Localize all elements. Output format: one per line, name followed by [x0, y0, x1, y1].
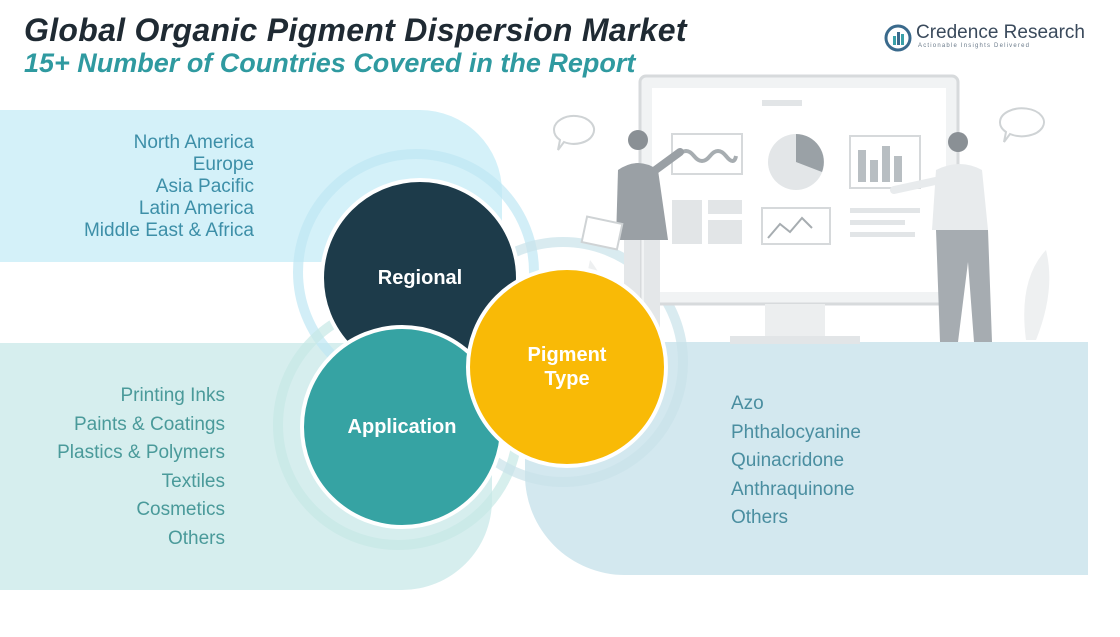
list-item: Plastics & Polymers — [57, 442, 225, 464]
pigment-type-circle: Pigment Type — [466, 266, 668, 468]
pigment-type-list: Azo Phthalocyanine Quinacridone Anthraqu… — [731, 390, 861, 533]
application-label: Application — [347, 415, 457, 438]
list-item: Others — [731, 507, 789, 529]
person-right-head — [948, 132, 968, 152]
list-item: Paints & Coatings — [73, 413, 225, 435]
list-item: Latin America — [138, 198, 254, 219]
list-item: Quinacridone — [731, 450, 845, 472]
pigment-band — [525, 342, 1088, 575]
list-item: Europe — [192, 154, 254, 175]
list-item: Printing Inks — [120, 385, 225, 406]
list-item: Cosmetics — [136, 499, 225, 521]
page-subtitle: 15+ Number of Countries Covered in the R… — [24, 48, 636, 78]
speech-bubble-icon — [999, 107, 1045, 143]
logo-tagline: Actionable Insights Delivered — [918, 43, 1031, 49]
list-item: Phthalocyanine — [731, 421, 861, 443]
person-left-head — [628, 130, 648, 150]
list-item: North America — [133, 132, 254, 153]
credence-logo-icon — [884, 24, 912, 52]
list-item: Middle East & Africa — [83, 220, 254, 241]
pigment-type-label-line1: Pigment — [527, 344, 607, 366]
application-list: Printing Inks Paints & Coatings Plastics… — [57, 382, 225, 554]
regional-list: North America Europe Asia Pacific Latin … — [84, 132, 254, 242]
pigment-type-label-line2: Type — [544, 368, 590, 390]
regional-label: Regional — [377, 266, 463, 289]
page-title: Global Organic Pigment Dispersion Market — [24, 12, 687, 48]
list-item: Textiles — [161, 470, 225, 492]
presentation-illustration — [552, 74, 1050, 344]
list-item: Asia Pacific — [155, 176, 254, 197]
list-item: Others — [167, 527, 225, 549]
pigment-type-label: Pigment Type — [528, 343, 607, 391]
list-item: Azo — [731, 393, 764, 414]
list-item: Anthraquinone — [731, 478, 855, 500]
logo-name: Credence Research — [916, 22, 1085, 43]
speech-bubble-icon — [552, 114, 595, 151]
credence-logo[interactable]: Credence Research Actionable Insights De… — [884, 22, 1085, 56]
